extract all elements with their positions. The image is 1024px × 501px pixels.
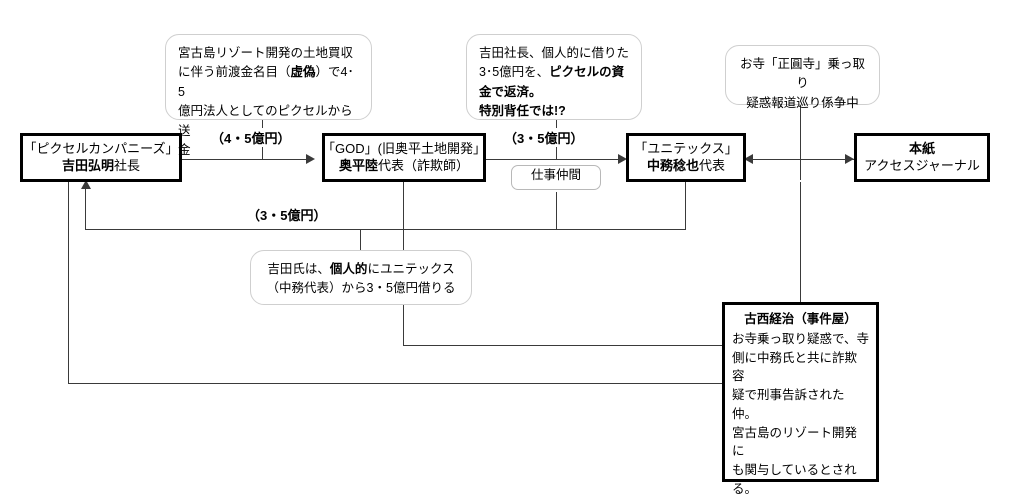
callout-repayment-line3: 金で返済。: [479, 84, 542, 99]
callout-repayment-line1: 吉田社長、個人的に借りた: [479, 46, 630, 60]
label-work-partners: 仕事仲間: [511, 165, 601, 190]
connector-personal-loan-callout: [360, 229, 361, 251]
arrowhead-pixel-to-god: [306, 154, 315, 164]
connector-koinishi-to-pixel: [68, 383, 723, 384]
koinishi-body-line1: お寺乗っ取り疑惑で、寺: [732, 331, 870, 346]
amount-label-return-to-pixel: （3・5億円）: [243, 205, 331, 224]
entity-unitex-line2: 中務稔也代表: [647, 158, 725, 174]
connector-return-riser: [85, 182, 86, 230]
entity-pixel-line2: 吉田弘明社長: [62, 158, 140, 174]
entity-god-role: 代表（詐欺師）: [378, 157, 470, 173]
entity-journal-line1: 本紙: [908, 141, 935, 157]
connector-pixel-to-god: [182, 159, 308, 160]
callout-repayment-line2: 3･5億円を、ピクセルの資: [479, 65, 625, 80]
connector-koinishi-pixel-riser: [68, 182, 69, 384]
callout-repayment-line4: 特別背任では!?: [479, 104, 566, 119]
callout-temple-line2: 疑惑報道巡り係争中: [746, 95, 859, 110]
entity-god[interactable]: 「GOD」(旧奥平土地開発」 奥平陸代表（詐欺師）: [322, 133, 486, 182]
entity-god-name: 奥平陸: [338, 157, 378, 173]
callout-land-purchase-line4: 金: [178, 142, 191, 157]
entity-journal-line2: アクセスジャーナル: [864, 157, 980, 173]
callout-repayment: 吉田社長、個人的に借りた 3･5億円を、ピクセルの資 金で返済。 特別背任では!…: [466, 34, 642, 120]
connector-unitex-to-pixel: [85, 229, 686, 230]
arrowhead-to-journal: [845, 154, 854, 164]
entity-pixel-companies[interactable]: 「ピクセルカンパニーズ」 吉田弘明社長: [20, 133, 182, 182]
entity-god-line1: 「GOD」(旧奥平土地開発」: [322, 141, 486, 157]
koinishi-body-line5: も関与しているとされる。: [732, 463, 857, 496]
entity-access-journal[interactable]: 本紙 アクセスジャーナル: [854, 133, 990, 182]
amount-label-god-to-unitex: （3・5億円）: [500, 128, 588, 147]
koinishi-body-line3: 疑で刑事告訴された仲。: [732, 388, 845, 421]
koinishi-title: 古西経治（事件屋）: [744, 312, 857, 326]
callout-land-purchase-line1: 宮古島リゾート開発の土地買収: [178, 46, 354, 60]
koinishi-body-line4: 宮古島のリゾート開発に: [732, 425, 858, 459]
arrowhead-return-to-pixel: [81, 180, 91, 189]
amount-label-pixel-to-god: （4・5億円）: [207, 128, 295, 147]
connector-temple-callout: [800, 104, 801, 180]
callout-personal-loan-line1: 吉田氏は、個人的にユニテックス: [267, 262, 455, 276]
callout-land-purchase: 宮古島リゾート開発の土地買収 に伴う前渡金名目（虚偽）で4･5 億円法人としての…: [165, 34, 372, 157]
connector-koinishi-to-unitex: [800, 182, 801, 302]
connector-god-to-unitex: [486, 159, 622, 160]
callout-bold-kyogi: 虚偽: [290, 65, 316, 80]
connector-work-partners: [556, 192, 557, 230]
arrowhead-to-unitex: [744, 154, 753, 164]
koinishi-body-line2: 側に中務氏と共に詐欺容: [732, 350, 858, 384]
entity-unitex[interactable]: 「ユニテックス」 中務稔也代表: [626, 133, 746, 182]
callout-personal-loan: 吉田氏は、個人的にユニテックス （中務代表）から3・5億円借りる: [250, 250, 472, 305]
entity-unitex-role: 代表: [699, 157, 726, 173]
callout-bold-kojinteki: 個人的: [329, 262, 368, 276]
callout-land-purchase-line3: 億円法人としてのピクセルから送: [178, 104, 353, 138]
connector-koinishi-to-god: [403, 345, 723, 346]
callout-temple-line1: お寺「正圓寺」乗っ取り: [739, 57, 865, 91]
entity-pixel-name: 吉田弘明: [61, 157, 114, 173]
connector-unitex-down: [685, 182, 686, 230]
entity-god-line2: 奥平陸代表（詐欺師）: [339, 158, 469, 174]
arrowhead-god-to-unitex: [618, 154, 627, 164]
entity-pixel-line1: 「ピクセルカンパニーズ」: [23, 141, 179, 157]
entity-pixel-role: 社長: [114, 157, 141, 173]
callout-personal-loan-line2: （中務代表）から3・5億円借りる: [266, 281, 456, 296]
entity-unitex-name: 中務稔也: [646, 157, 699, 173]
callout-temple: お寺「正圓寺」乗っ取り 疑惑報道巡り係争中: [725, 45, 880, 110]
entity-koinishi-detail[interactable]: 古西経治（事件屋） お寺乗っ取り疑惑で、寺 側に中務氏と共に詐欺容 疑で刑事告訴…: [722, 302, 879, 501]
callout-land-purchase-line2: に伴う前渡金名目（虚偽）で4･5: [178, 65, 354, 99]
entity-unitex-line1: 「ユニテックス」: [634, 141, 738, 157]
